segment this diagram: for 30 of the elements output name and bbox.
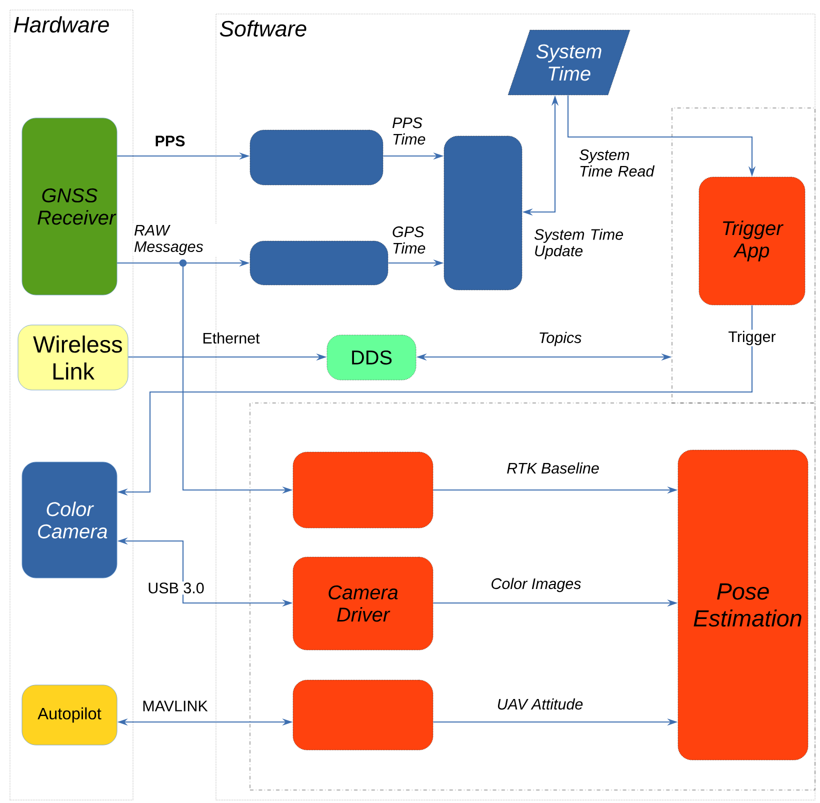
hardware-box: Autopilot: [22, 684, 118, 746]
process-box: [444, 136, 522, 290]
process-box: [292, 680, 434, 750]
edge-label: PPS Time: [390, 116, 436, 146]
edge-label: RTK Baseline: [505, 461, 601, 475]
edge-label: System Time Update: [532, 228, 636, 260]
edge-label: RAW Messages: [132, 224, 224, 256]
process-box: [292, 452, 434, 528]
hardware-box: Color Camera: [22, 462, 118, 578]
edge-label: MAVLINK: [140, 700, 210, 712]
process-box: Pose Estimation: [678, 450, 808, 760]
process-box: DDS: [326, 334, 416, 380]
process-box: [250, 130, 384, 186]
edge-label: GPS Time: [390, 225, 436, 255]
process-box: Trigger App: [698, 176, 806, 306]
hardware-box: GNSS Receiver: [22, 118, 118, 296]
process-box: Camera Driver: [292, 556, 434, 650]
edge-label: UAV Attitude: [496, 697, 584, 711]
edge-label: System Time Read: [578, 148, 664, 178]
region-frame: [250, 402, 816, 790]
hardware-box: Wireless Link: [18, 324, 128, 390]
edge-label: Trigger: [727, 330, 778, 346]
edge-label: PPS: [154, 134, 186, 148]
edge-label: Topics: [537, 330, 583, 348]
edge-label: Color Images: [490, 576, 582, 594]
region-frame: [672, 108, 816, 404]
edge-label: Ethernet: [201, 331, 261, 345]
process-box: [250, 240, 388, 286]
data-parallelogram: System Time: [508, 30, 630, 96]
edge-label: USB 3.0: [146, 581, 206, 595]
